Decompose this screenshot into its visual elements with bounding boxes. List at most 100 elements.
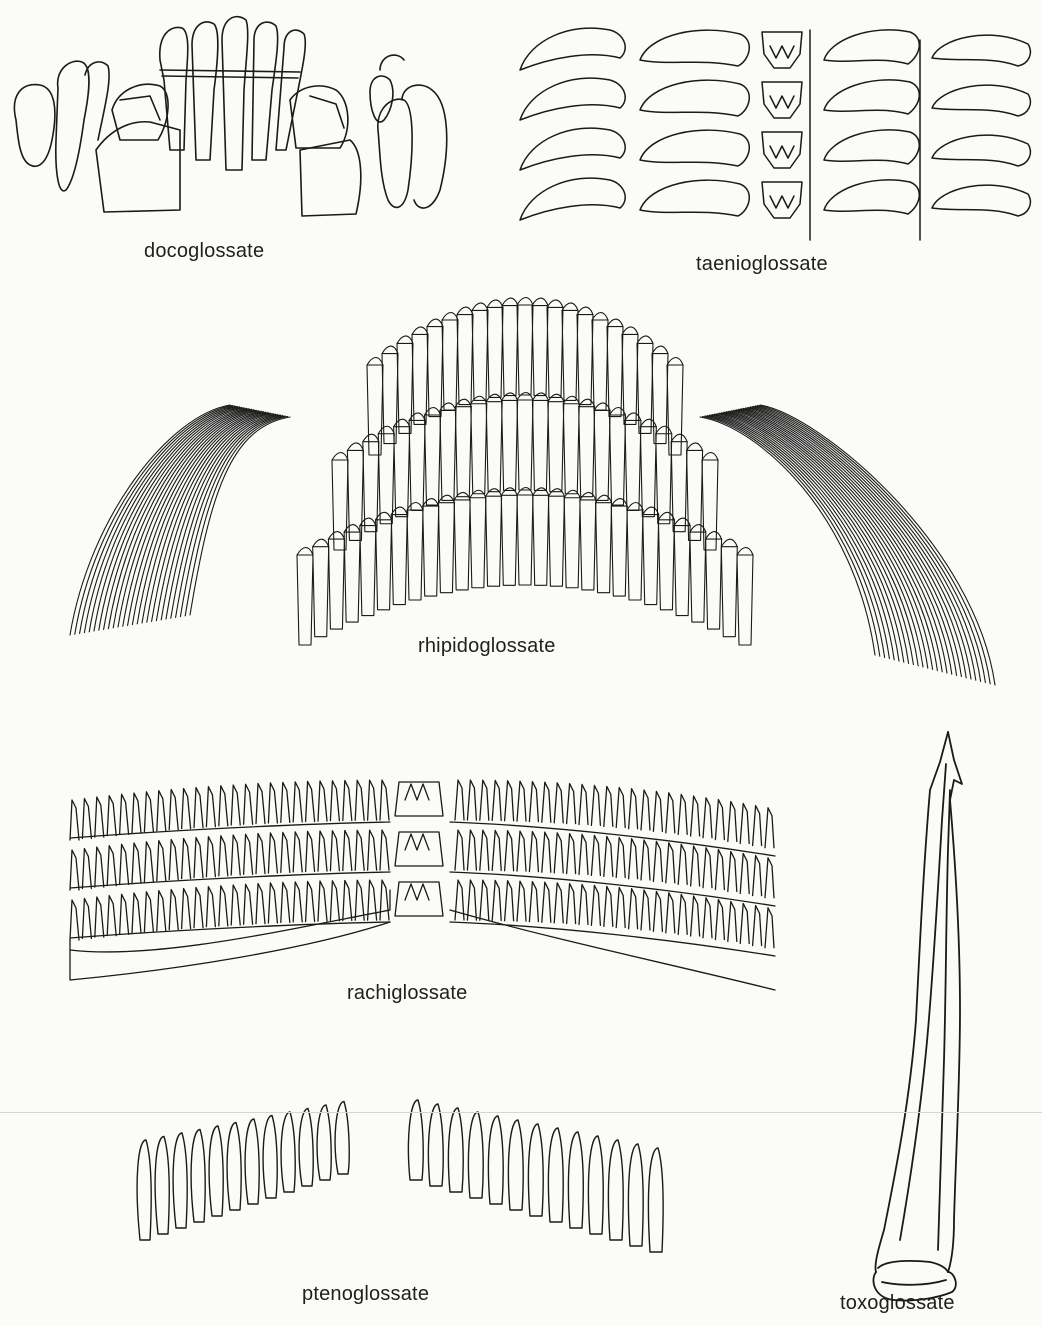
rhipi-lateral-tooth [487, 307, 503, 397]
rachi-lateral-cusp [529, 882, 538, 922]
rachi-lateral-cusp [256, 884, 265, 924]
rhipi-lateral-tooth [592, 320, 608, 410]
rhipi-lateral-tooth [425, 415, 441, 505]
rachi-lateral-cusp [355, 780, 364, 820]
docoglossate-radula-drawing [0, 0, 480, 240]
rhipi-lateral-tooth [658, 520, 674, 610]
rachi-lateral-cusp [591, 885, 600, 925]
rhipi-lateral-tooth [517, 400, 533, 490]
rhipi-lateral-tooth [702, 460, 718, 550]
rachi-lateral-cusp [691, 896, 700, 936]
rachi-lateral-cusp [529, 832, 538, 872]
rachi-central-tooth [395, 882, 443, 916]
rachi-lateral-cusp [579, 784, 588, 824]
rachi-lateral-cusp [753, 856, 762, 896]
rachi-lateral-cusp [653, 791, 662, 831]
rachi-lateral-cusp [206, 837, 215, 877]
rhipi-tooth-cusp [391, 507, 407, 515]
rhipi-tooth-cusp [622, 327, 638, 335]
rachi-lateral-cusp [144, 842, 153, 882]
rachi-lateral-cusp [629, 889, 638, 929]
taenio-right-lateral-tooth [824, 80, 919, 114]
rachi-lateral-cusp [567, 884, 576, 924]
rachi-lateral-cusp [157, 891, 166, 931]
rachi-lateral-cusp [132, 793, 141, 833]
pteno-left-tooth [137, 1140, 151, 1240]
taenio-left-lateral-tooth [640, 30, 749, 66]
rachi-lateral-cusp [591, 835, 600, 875]
rachi-lateral-cusp [306, 781, 315, 821]
pteno-right-tooth [548, 1128, 563, 1222]
rhipi-lateral-tooth [643, 515, 659, 605]
rachi-lateral-cusp [740, 803, 749, 843]
pteno-left-tooth [191, 1130, 205, 1223]
pteno-right-tooth [488, 1116, 503, 1204]
pteno-left-tooth [299, 1109, 313, 1187]
rachi-lateral-cusp [120, 894, 129, 934]
rachi-lateral-cusp [455, 830, 464, 870]
rhipi-tooth-cusp [455, 399, 471, 407]
rachi-lateral-cusp [343, 830, 352, 870]
rachi-lateral-cusp [95, 897, 104, 937]
rhipi-lateral-tooth [297, 555, 313, 645]
rachi-lateral-cusp [715, 900, 724, 940]
panel-ptenoglossate: ptenoglossate [120, 1090, 700, 1310]
rhipi-tooth-cusp [627, 503, 643, 511]
rachi-lateral-cusp [653, 891, 662, 931]
rhipi-left-marginal-tooth [80, 406, 235, 633]
panel-toxoglossate: toxoglossate [830, 720, 1042, 1320]
rachi-lateral-cusp [256, 834, 265, 874]
rhipi-tooth-cusp [313, 539, 329, 547]
rhipi-lateral-tooth [486, 496, 502, 586]
taenio-central-cusps [770, 146, 794, 158]
taenio-left-lateral-tooth [640, 130, 749, 166]
rhipi-tooth-cusp [596, 495, 612, 503]
rachi-lateral-cusp [740, 853, 749, 893]
rachi-lateral-cusp [194, 888, 203, 928]
rachi-lateral-cusp [219, 786, 228, 826]
rachi-lateral-cusp [728, 901, 737, 941]
pteno-right-tooth [508, 1120, 523, 1210]
rachi-lateral-cusp [517, 781, 526, 821]
rachi-lateral-cusp [505, 831, 514, 871]
rachi-lateral-cusp [318, 781, 327, 821]
rhipi-lateral-tooth [625, 420, 641, 510]
caption-docoglossate: docoglossate [144, 240, 264, 263]
rachi-lateral-cusp [505, 881, 514, 921]
rachi-lateral-cusp [703, 898, 712, 938]
rachi-lateral-cusp [765, 858, 774, 898]
rachi-lateral-cusp [765, 808, 774, 848]
caption-ptenoglossate: ptenoglossate [302, 1283, 429, 1306]
taenio-left-marginal-tooth [520, 178, 625, 220]
taenio-left-marginal-tooth [520, 28, 625, 70]
rhipi-tooth-cusp [328, 532, 344, 540]
rhipi-tooth-cusp [502, 298, 518, 306]
rachi-lateral-cusp [480, 830, 489, 870]
rachi-lateral-cusp [480, 780, 489, 820]
rachi-lateral-cusp [231, 885, 240, 925]
rachi-lateral-cusp [268, 883, 277, 923]
rhipi-lateral-tooth [471, 404, 487, 494]
rhipi-tooth-cusp [427, 319, 443, 327]
rhipi-tooth-cusp [594, 403, 610, 411]
pteno-right-tooth [588, 1136, 603, 1234]
rhipi-tooth-cusp [667, 358, 683, 366]
taenio-left-lateral-tooth [640, 80, 749, 116]
rachi-lateral-cusp [380, 880, 389, 920]
rhipi-lateral-tooth [454, 500, 470, 590]
pteno-right-tooth [568, 1132, 583, 1228]
rhipi-right-marginal-tooth [705, 416, 885, 657]
rachi-lateral-cusp [318, 881, 327, 921]
rachi-lateral-cusp [467, 880, 476, 920]
rachi-lateral-cusp [256, 784, 265, 824]
pteno-right-tooth [628, 1144, 643, 1246]
rachi-lateral-cusp [678, 894, 687, 934]
rachi-lateral-cusp [380, 780, 389, 820]
rhipi-lateral-tooth [376, 520, 392, 610]
rachi-lateral-cusp [107, 846, 116, 886]
rhipi-tooth-cusp [579, 399, 595, 407]
rachi-lateral-cusp [678, 794, 687, 834]
rhipi-lateral-tooth [687, 450, 703, 540]
rachi-lateral-cusp [194, 788, 203, 828]
